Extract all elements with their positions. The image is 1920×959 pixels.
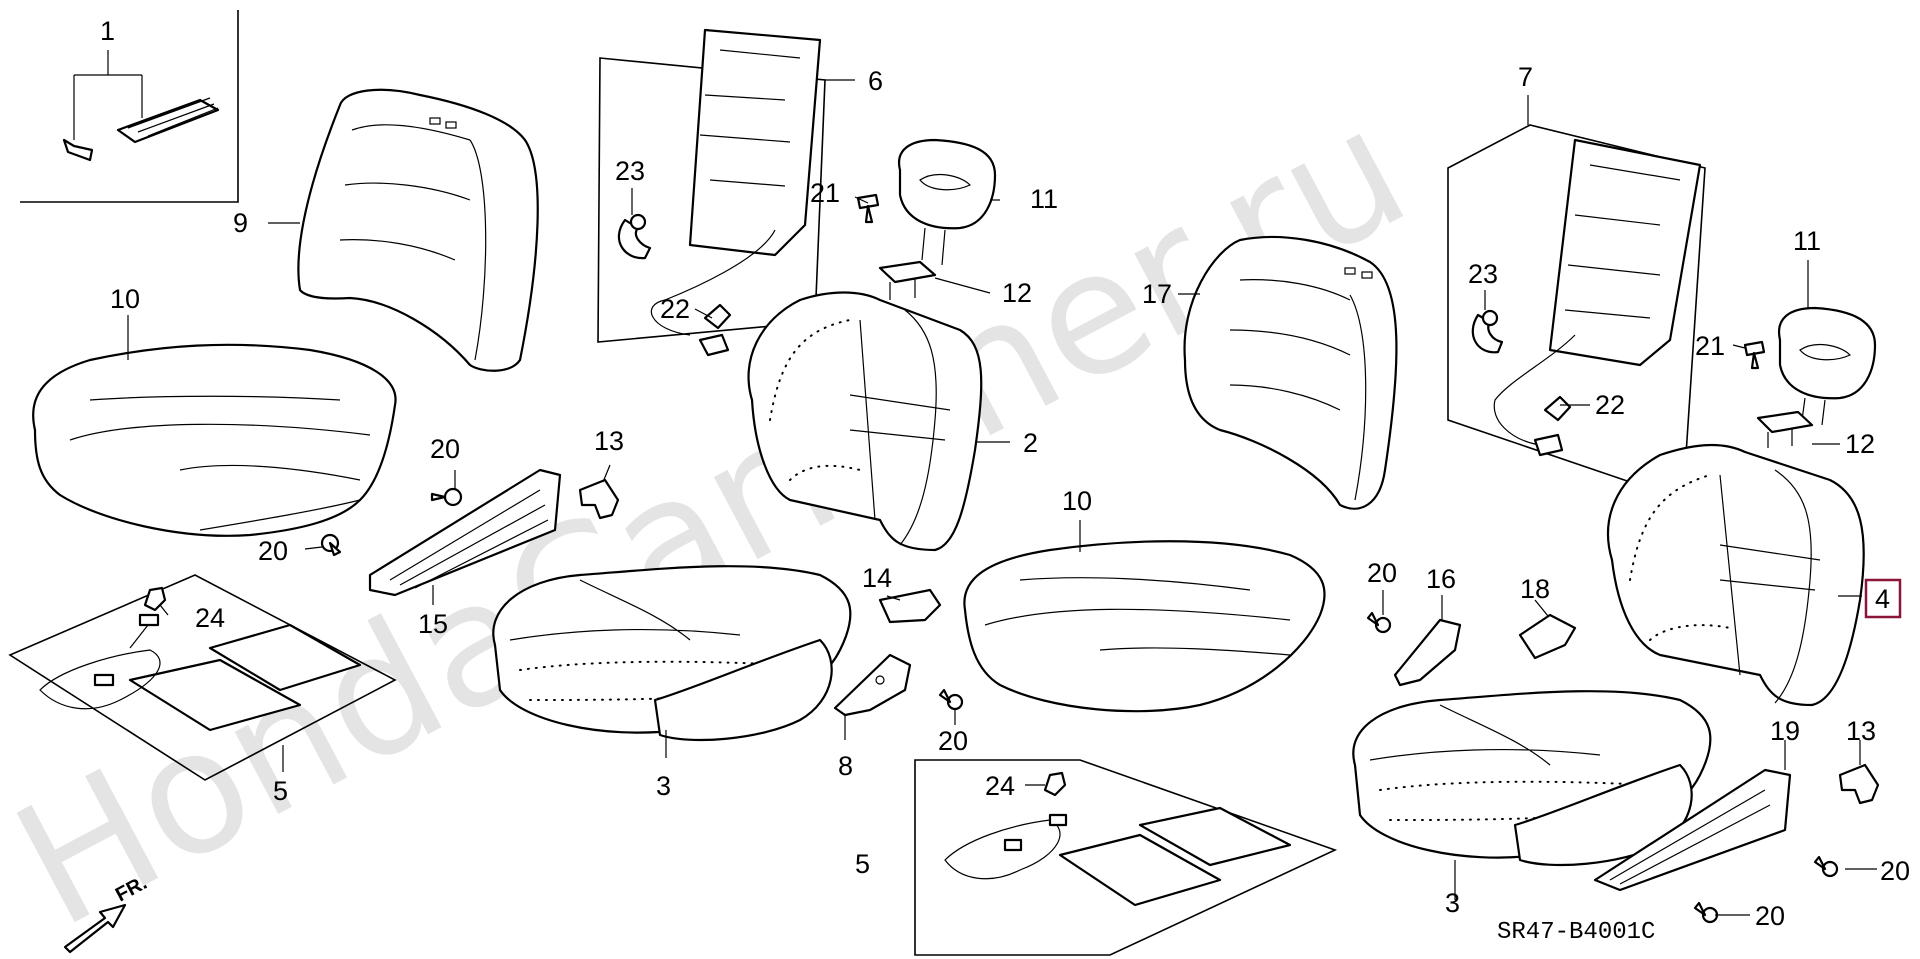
- seat-cushion-assembly-left: [492, 565, 852, 742]
- label-5-right: 5: [855, 849, 870, 879]
- seat-back-cover-right: [1183, 235, 1398, 510]
- bracket-8: [833, 653, 912, 717]
- bracket-18: [1518, 613, 1577, 660]
- screw-20b: [320, 533, 342, 557]
- screw-20e: [1813, 855, 1839, 878]
- headrest-right: [1777, 306, 1877, 426]
- label-3-left: 3: [656, 771, 671, 801]
- seat-clip-set: [20, 10, 239, 203]
- seat-heater-right: [914, 759, 1338, 956]
- connector-22b: [1543, 395, 1572, 422]
- label-17: 17: [1142, 279, 1172, 309]
- label-21-right: 21: [1695, 331, 1725, 361]
- label-14: 14: [862, 563, 892, 593]
- seat-back-cover-left: [297, 88, 539, 372]
- label-23-right: 23: [1468, 259, 1498, 289]
- headrest-guide-12b: [1756, 410, 1814, 448]
- label-11-right: 11: [1793, 226, 1821, 256]
- label-12-left: 12: [1002, 278, 1032, 308]
- label-15: 15: [418, 609, 448, 639]
- label-10-left: 10: [110, 284, 140, 314]
- screw-20a: [430, 487, 463, 507]
- label-8: 8: [838, 751, 853, 781]
- seat-back-heater-box-right: [1447, 124, 1706, 502]
- headrest-guide-12a: [878, 260, 937, 300]
- screw-20f: [1693, 901, 1719, 924]
- label-2: 2: [1023, 428, 1038, 458]
- wire-clip-23a: [617, 213, 652, 260]
- bracket-14: [878, 588, 942, 624]
- label-3-right: 3: [1445, 888, 1460, 918]
- headrest-left: [897, 138, 997, 266]
- label-24-a: 24: [195, 603, 225, 633]
- seat-cushion-cover-left: [32, 343, 397, 537]
- label-13-left: 13: [594, 426, 624, 456]
- connector-24a: [143, 586, 167, 612]
- screw-20c: [938, 688, 964, 711]
- label-19: 19: [1770, 716, 1800, 746]
- label-7: 7: [1518, 62, 1533, 92]
- clip-13a: [578, 478, 620, 520]
- label-23-left: 23: [615, 156, 645, 186]
- label-4-highlighted[interactable]: 4: [1875, 584, 1890, 614]
- wire-clip-23b: [1471, 309, 1504, 354]
- seat-back-assembly-right: [1607, 443, 1865, 707]
- seat-side-trim-19: [1593, 768, 1792, 892]
- label-20-d: 20: [1367, 558, 1397, 588]
- label-5-left: 5: [273, 776, 288, 806]
- connector-24b: [1043, 771, 1067, 797]
- label-24-b: 24: [985, 771, 1015, 801]
- label-6: 6: [868, 66, 883, 96]
- leader-lines: [127, 79, 1877, 916]
- label-21-left: 21: [810, 178, 840, 208]
- label-11-left: 11: [1030, 184, 1058, 214]
- label-20-f: 20: [1755, 901, 1785, 931]
- screw-20d: [1366, 611, 1392, 634]
- label-13-right: 13: [1846, 716, 1876, 746]
- seat-side-trim-15: [368, 468, 562, 597]
- bracket-16: [1393, 618, 1462, 687]
- screw-21a: [856, 193, 880, 224]
- drawing-code: SR47-B4001C: [1497, 919, 1655, 946]
- label-12-right: 12: [1845, 429, 1875, 459]
- label-16: 16: [1426, 564, 1456, 594]
- label-22-right: 22: [1595, 390, 1625, 420]
- seat-cushion-cover-right: [963, 540, 1326, 713]
- label-9: 9: [233, 208, 248, 238]
- label-20-b: 20: [258, 536, 288, 566]
- screw-21b: [1743, 340, 1766, 370]
- clip-13b: [1838, 763, 1880, 805]
- highlight-box-4: [1864, 578, 1902, 619]
- label-18: 18: [1520, 574, 1550, 604]
- label-22-left: 22: [660, 294, 690, 324]
- label-10-right: 10: [1062, 486, 1092, 516]
- connector-22a: [703, 303, 732, 330]
- seat-cushion-assembly-right: [1352, 690, 1712, 867]
- seat-heater-left: [8, 574, 397, 781]
- front-direction-arrow-icon: [63, 903, 127, 954]
- label-20-e: 20: [1880, 856, 1910, 886]
- label-20-c: 20: [938, 726, 968, 756]
- label-1: 1: [100, 16, 115, 46]
- label-20-a: 20: [430, 434, 460, 464]
